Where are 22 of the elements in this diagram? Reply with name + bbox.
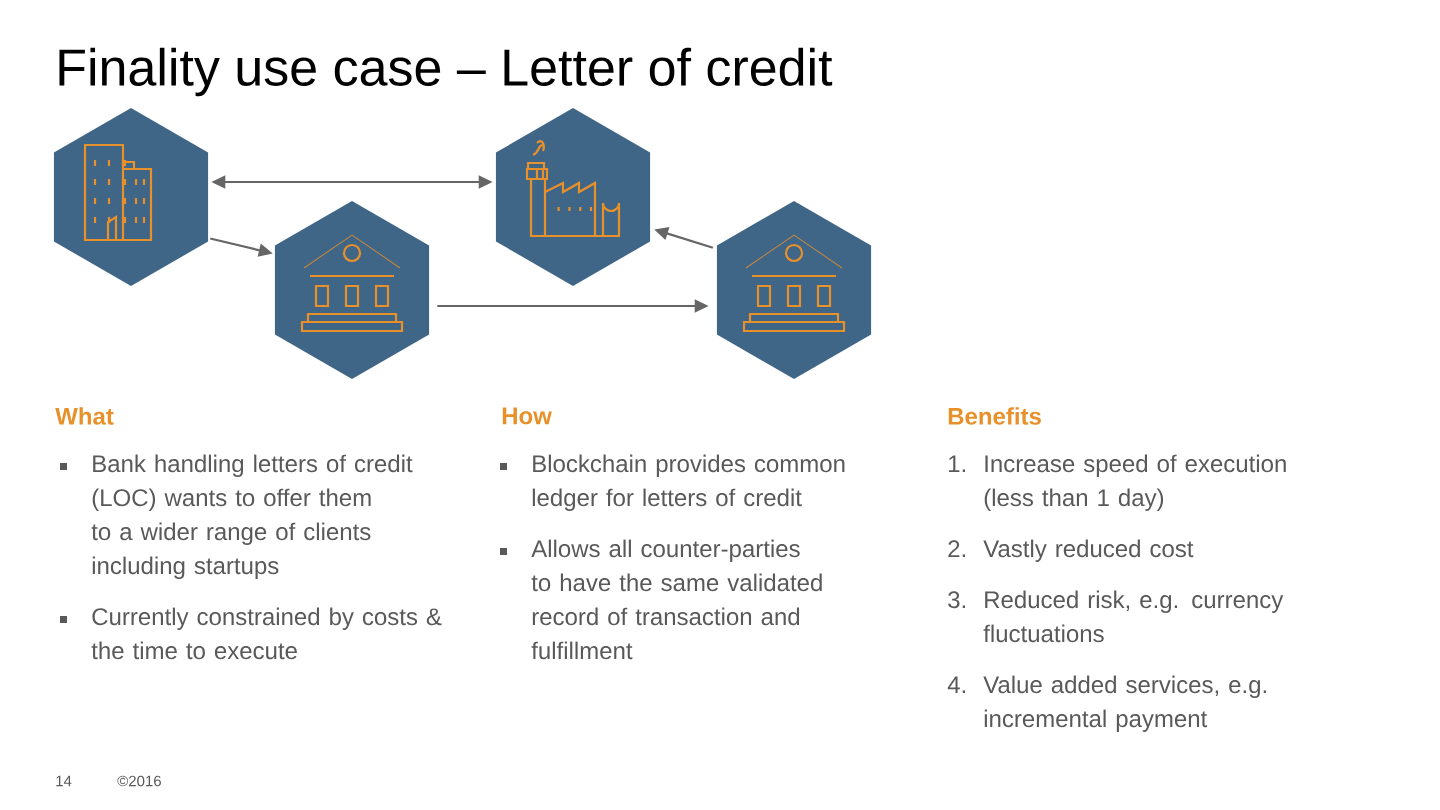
- bank-icon-hexagon: [716, 201, 872, 379]
- list-number: 3.: [948, 591, 965, 609]
- section-heading: Benefits: [948, 407, 1041, 425]
- factory-icon-hexagon: [495, 108, 651, 286]
- slide-title: Finality use case – Letter of credit: [59, 47, 833, 97]
- bank-icon-hexagon: [274, 201, 430, 379]
- list-number: 4.: [947, 676, 965, 693]
- footer-text: 14: [56, 775, 72, 787]
- office-building-icon-hexagon: [53, 108, 209, 286]
- list-item: Blockchain provides common ledger for letters of credit: [532, 454, 845, 511]
- list-item: Currently constrained by costs & the time to execute: [91, 607, 442, 660]
- section-heading: How: [502, 407, 552, 425]
- list-item: Reduced risk, e.g. currency fluctuations: [983, 590, 1284, 643]
- list-item: Value added services, e.g. incremental payment: [983, 675, 1266, 732]
- list-item: Vastly reduced cost: [983, 539, 1194, 562]
- footer-text: ©2016: [117, 775, 161, 787]
- list-number: 1.: [949, 455, 965, 472]
- section-heading: What: [55, 407, 114, 425]
- list-item: Allows all counter-parties to have the same validated record of transaction and fulfillment: [531, 539, 822, 660]
- list-item: Bank handling letters of credit (LOC) wants to offer them to a wider range of clients including startups: [91, 454, 413, 579]
- list-number: 2.: [948, 540, 965, 557]
- list-item: Increase speed of execution (less than 1 day): [984, 454, 1286, 511]
